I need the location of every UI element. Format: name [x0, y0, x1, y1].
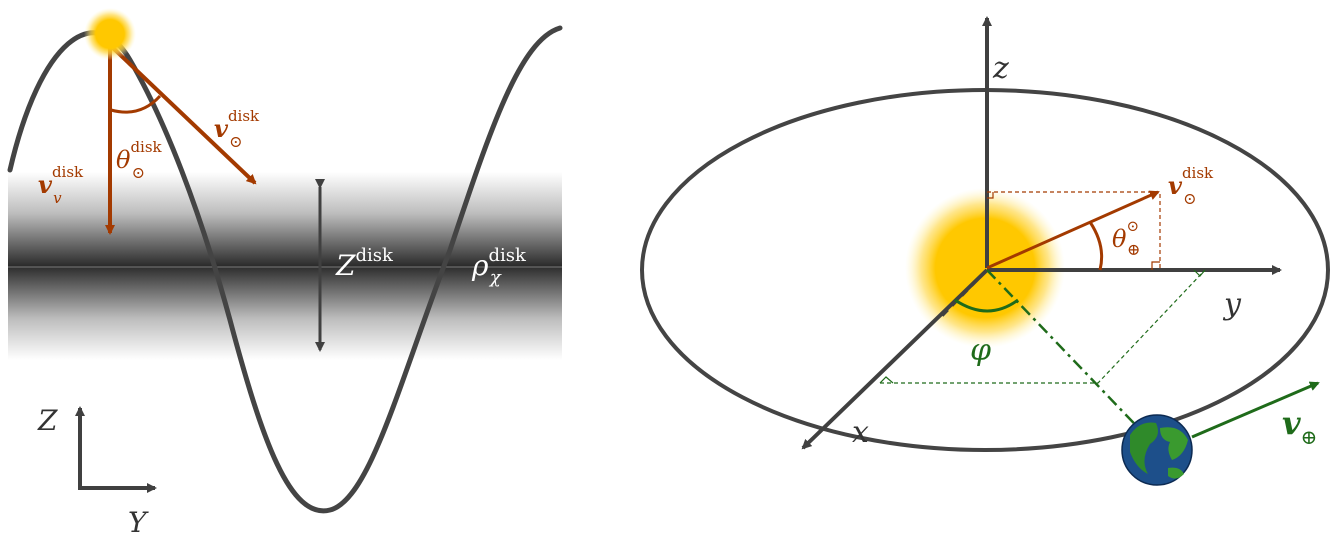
theta-earth-angle-arc: [1088, 221, 1104, 271]
v-sun-disk-label-3d: vdisk⊙: [1168, 164, 1214, 208]
right-panel: z y x vdisk⊙ θ⊙⊕ φ v⊕: [640, 16, 1330, 486]
axis-x-label: x: [852, 415, 869, 450]
v-sun-disk-label: vdisk⊙: [214, 107, 260, 151]
z-disk-label: Zdisk: [335, 245, 394, 282]
v-earth-label: v⊕: [1282, 404, 1317, 449]
axis-Y-label: Y: [128, 506, 149, 535]
theta-disk-angle-arc: [110, 94, 162, 114]
phi-label: φ: [970, 333, 991, 368]
v-sun-projection-lines: [987, 191, 1161, 270]
theta-earth-label: θ⊙⊕: [1112, 217, 1140, 259]
v-sun-disk-arrow: [111, 46, 257, 185]
axis-z-label: z: [992, 51, 1009, 86]
earth-projection-lines: [880, 269, 1206, 384]
phi-angle-arc: [954, 298, 1019, 313]
sun-small: [84, 8, 136, 60]
axis-x-hidden: [938, 268, 989, 320]
galactic-disk-band: [8, 172, 562, 360]
right-angle-marks-red: [987, 192, 1160, 270]
axis-x-line: [801, 268, 989, 450]
theta-disk-label: θdisk⊙: [116, 138, 163, 182]
axis-Z-label: Z: [37, 404, 58, 437]
right-angle-marks-green: [879, 269, 1206, 384]
earth-globe: [1121, 414, 1193, 486]
v-earth-arrow: [1191, 381, 1320, 439]
axis-y-label: y: [1222, 287, 1242, 322]
v-sun-disk-arrow-3d: [986, 190, 1160, 270]
earth-position-line: [986, 269, 1151, 441]
